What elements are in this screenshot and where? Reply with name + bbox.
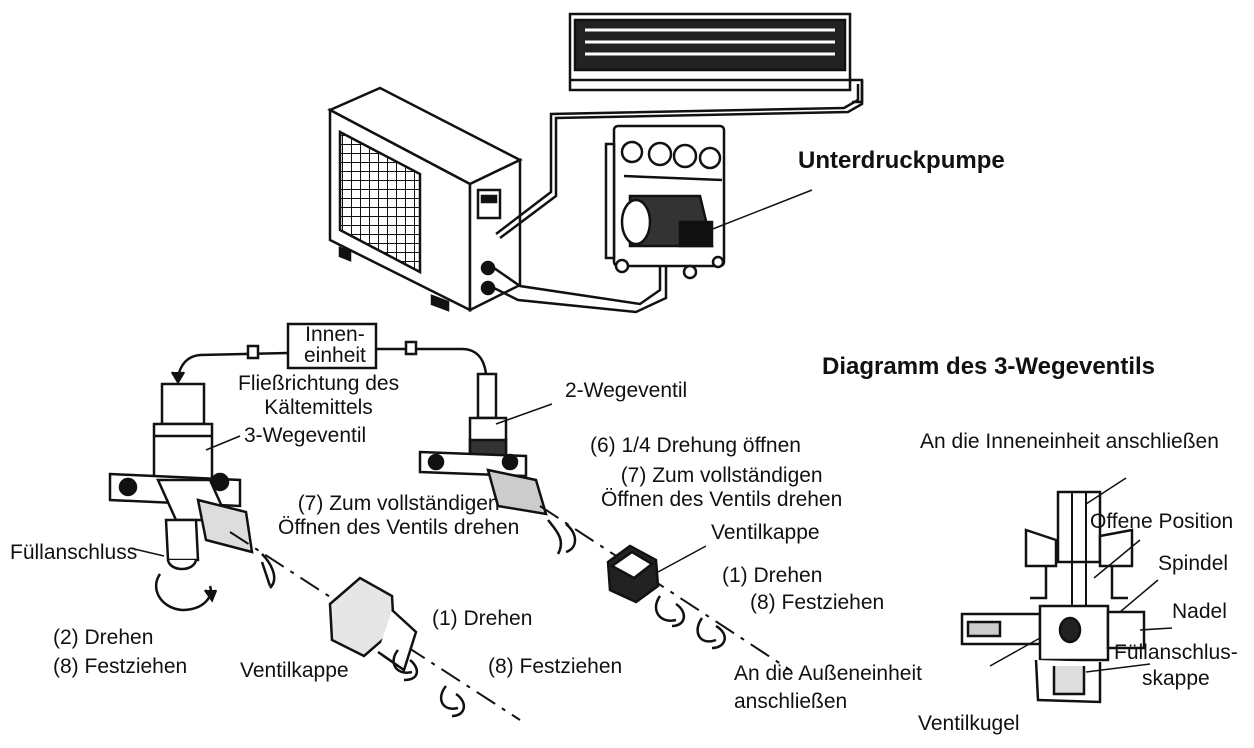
section-leader-lines (989, 477, 1173, 673)
left-turn-arrows (260, 553, 465, 718)
charge-port-rotate-arrow (154, 573, 218, 612)
indoor-unit-box (286, 322, 378, 370)
label-leader-lines (129, 403, 707, 573)
step7-open-left-label: (7) Zum vollständigen Öffnen des Ventils… (278, 492, 520, 539)
three-way-valve-label: 3-Wegeventil (244, 424, 367, 447)
two-way-valve (418, 372, 548, 516)
valve-ball-label: Ventilkugel (918, 712, 1020, 735)
indoor-unit (568, 12, 864, 104)
indoor-connection-line (170, 340, 488, 385)
indoor-unit-box-label: Innen- einheit (304, 323, 366, 367)
refrigerant-flow-label: Fließrichtung des Kältemittels (238, 372, 400, 419)
three-way-valve-section (960, 490, 1146, 704)
right-valve-cap (606, 544, 660, 604)
valve-cap-right-label: Ventilkappe (711, 521, 820, 544)
outdoor-unit (327, 86, 523, 313)
step1-turn-mid-label: (1) Drehen (432, 607, 533, 630)
charge-port-cap-label: Füllanschlus- skappe (1114, 641, 1238, 690)
open-position-label: Offene Position (1090, 510, 1234, 533)
three-way-diagram-heading: Diagramm des 3-Wegeventils (822, 353, 1156, 380)
step8-tighten-left-label: (8) Festziehen (53, 655, 188, 678)
step8-tighten-mid-label: (8) Festziehen (488, 655, 623, 678)
charge-port-label: Füllanschluss (10, 541, 138, 564)
vacuum-pump (604, 124, 726, 280)
needle-label: Nadel (1172, 600, 1227, 623)
connect-outdoor-label: An die Außeneinheit anschließen (734, 662, 922, 713)
valve-cap-left-label: Ventilkappe (240, 659, 349, 682)
vacuum-pump-heading: Unterdruckpumpe (798, 147, 1005, 174)
three-way-valve (108, 382, 254, 571)
left-valve-cap (328, 576, 418, 672)
step2-turn-label: (2) Drehen (53, 626, 154, 649)
two-way-valve-label: 2-Wegeventil (565, 379, 688, 402)
spindle-label: Spindel (1158, 552, 1229, 575)
right-centerline (539, 505, 791, 671)
step8-tighten-right-label: (8) Festziehen (750, 591, 885, 614)
refrigerant-pipes (493, 80, 864, 314)
step1-turn-right-label: (1) Drehen (722, 564, 823, 587)
right-turn-arrows (547, 519, 726, 650)
step6-quarter-turn-label: (6) 1/4 Drehung öffnen (590, 434, 801, 457)
vacuum-pump-leader (699, 189, 813, 235)
step7-open-right-label: (7) Zum vollständigen Öffnen des Ventils… (601, 464, 843, 511)
connect-indoor-label: An die Inneneinheit anschließen (920, 430, 1219, 453)
